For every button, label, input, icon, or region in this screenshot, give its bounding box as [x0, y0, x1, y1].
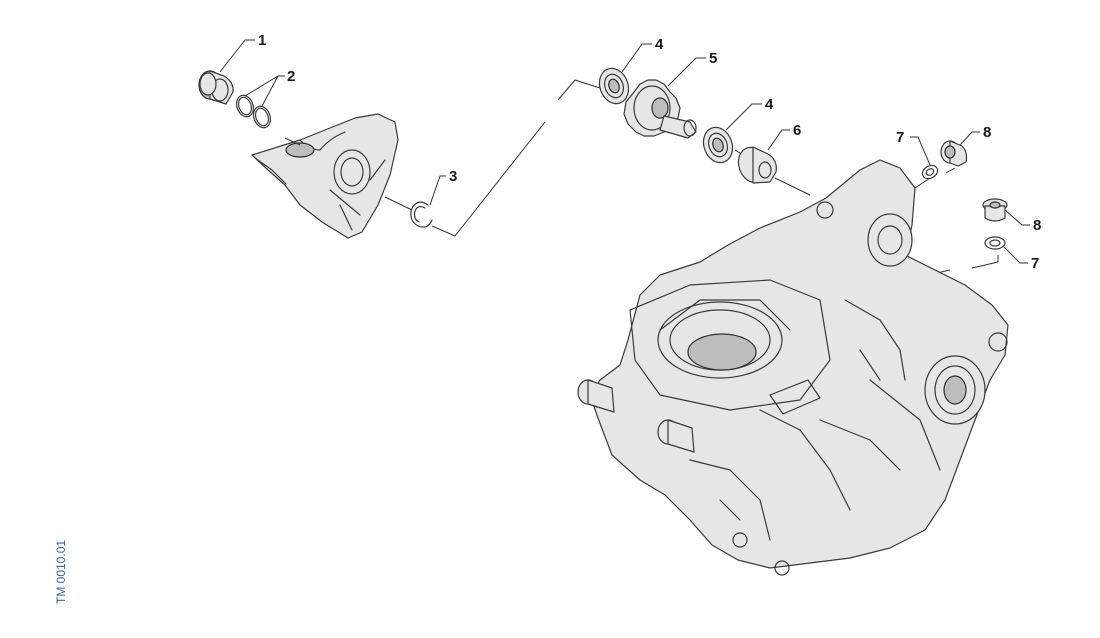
callout-3: 3 [449, 168, 457, 185]
part-4-bearing-upper [598, 67, 630, 105]
callout-8-lower: 8 [1033, 217, 1041, 234]
callout-7-upper: 7 [896, 129, 904, 146]
callout-8-upper: 8 [983, 124, 991, 141]
part-6-shaft-seal [737, 146, 777, 184]
part-1-plug [198, 70, 234, 105]
callout-7-lower: 7 [1031, 255, 1039, 272]
water-pump-cover [251, 113, 399, 239]
callout-4-lower: 4 [765, 96, 774, 113]
callout-numbers: 1 2 3 4 5 4 6 7 8 8 7 [258, 32, 1041, 272]
part-7-washer-lower [984, 236, 1006, 250]
callout-6: 6 [793, 122, 801, 139]
part-2-o-rings [235, 94, 272, 129]
callout-5: 5 [709, 50, 717, 67]
part-4-bearing-lower [702, 126, 734, 164]
callout-leaders [219, 39, 1030, 264]
callout-1: 1 [258, 32, 266, 49]
part-5-gear-shaft [623, 79, 697, 139]
part-3-circlip [410, 201, 433, 228]
part-7-washer-upper [921, 164, 939, 180]
part-8-plug-lower [982, 198, 1008, 222]
engine-crankcase [577, 159, 1009, 576]
part-8-plug-upper [940, 140, 968, 167]
callout-4-upper: 4 [655, 36, 664, 53]
drawing-number: TM 0010.01 [54, 539, 68, 604]
callout-2: 2 [287, 68, 295, 85]
